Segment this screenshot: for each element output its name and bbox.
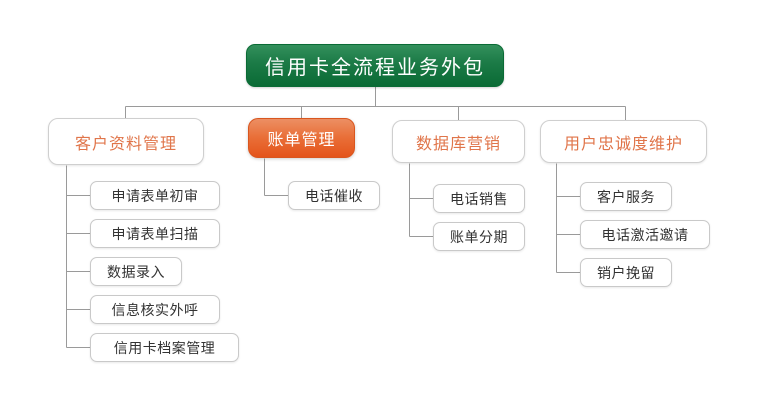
- leaf-node-credit-card-archive-management[interactable]: 信用卡档案管理: [90, 333, 239, 362]
- branch-node-billing-management[interactable]: 账单管理: [248, 118, 355, 158]
- leaf-node-data-entry[interactable]: 数据录入: [90, 257, 182, 286]
- branch-node-database-marketing[interactable]: 数据库营销: [392, 120, 525, 163]
- leaf-node-label: 申请表单扫描: [111, 226, 199, 243]
- leaf-node-telephone-sales[interactable]: 电话销售: [433, 184, 525, 213]
- branch-node-label: 账单管理: [267, 130, 336, 149]
- leaf-node-account-closure-retention[interactable]: 销户挽留: [580, 258, 672, 287]
- leaf-node-label: 数据录入: [107, 264, 165, 281]
- leaf-node-application-form-first-review[interactable]: 申请表单初审: [90, 181, 220, 210]
- branch-node-label: 数据库营销: [415, 133, 501, 153]
- leaf-node-information-verification-outbound-call[interactable]: 信息核实外呼: [90, 295, 220, 324]
- leaf-node-label: 账单分期: [450, 229, 508, 246]
- leaf-node-label: 客户服务: [597, 189, 655, 206]
- leaf-node-label: 信用卡档案管理: [113, 340, 216, 357]
- leaf-node-label: 销户挽留: [597, 265, 655, 282]
- leaf-node-application-form-scan[interactable]: 申请表单扫描: [90, 219, 220, 248]
- leaf-node-bill-installment[interactable]: 账单分期: [433, 222, 525, 251]
- leaf-node-telephone-activation-invitation[interactable]: 电话激活邀请: [580, 220, 710, 249]
- branch-node-label: 用户忠诚度维护: [563, 133, 683, 153]
- leaf-node-telephone-collection[interactable]: 电话催收: [288, 181, 380, 210]
- leaf-node-label: 电话销售: [450, 191, 508, 208]
- branch-node-label: 客户资料管理: [74, 133, 177, 153]
- root-node-label: 信用卡全流程业务外包: [265, 55, 485, 79]
- leaf-node-label: 电话激活邀请: [601, 227, 689, 244]
- leaf-node-label: 电话催收: [305, 188, 363, 205]
- root-node[interactable]: 信用卡全流程业务外包: [246, 44, 504, 87]
- leaf-node-label: 信息核实外呼: [111, 302, 199, 319]
- leaf-node-label: 申请表单初审: [111, 188, 199, 205]
- leaf-node-customer-service[interactable]: 客户服务: [580, 182, 672, 211]
- branch-node-customer-data-management[interactable]: 客户资料管理: [48, 118, 204, 165]
- branch-node-user-loyalty-maintenance[interactable]: 用户忠诚度维护: [540, 120, 707, 163]
